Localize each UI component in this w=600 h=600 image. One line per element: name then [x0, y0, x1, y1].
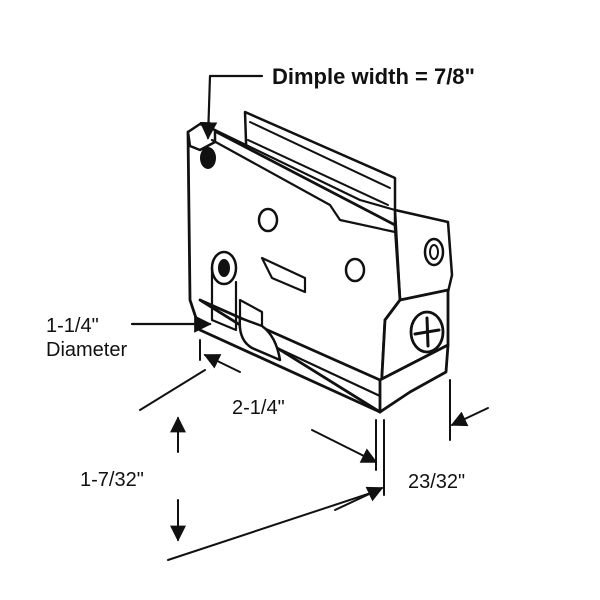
dimple-inner [344, 257, 366, 283]
dimension-lines [130, 74, 489, 561]
dimple-width-label: Dimple width = 7/8" [272, 64, 475, 89]
depth-arrow-right [450, 407, 489, 427]
depth-arrow-left [334, 486, 384, 511]
diameter-value-label: 1-1/4" [46, 315, 99, 337]
roller-cage-bottom [378, 343, 450, 414]
dimple-right [257, 207, 279, 233]
dimple-leader [199, 74, 264, 140]
rear-rib-2 [247, 139, 389, 206]
height-ext-top [139, 369, 206, 411]
roller-housing [186, 110, 454, 414]
roller-wheel [238, 316, 282, 362]
axle-hole-inner [218, 259, 230, 277]
length-arrow-right [311, 429, 378, 463]
front-lip-edge [210, 138, 397, 234]
labels: Dimple width = 7/8" 1-1/4" Diameter 2-1/… [46, 64, 475, 493]
dimple-left [200, 147, 216, 169]
depth-dimension-label: 23/32" [408, 471, 465, 493]
height-ext-bottom [167, 489, 381, 561]
diameter-word-label: Diameter [46, 339, 127, 361]
length-dimension-label: 2-1/4" [232, 397, 285, 419]
slot-tab [260, 256, 307, 294]
screw-cross-slot [413, 316, 441, 348]
height-dimension-label: 1-7/32" [80, 469, 144, 491]
rear-rib-1 [249, 121, 391, 189]
cage-lower-edge [258, 338, 382, 398]
axle-channel [210, 266, 238, 332]
end-plate-hole-inner [429, 244, 439, 260]
front-top-edge [213, 128, 397, 212]
length-arrow-left [203, 354, 241, 373]
